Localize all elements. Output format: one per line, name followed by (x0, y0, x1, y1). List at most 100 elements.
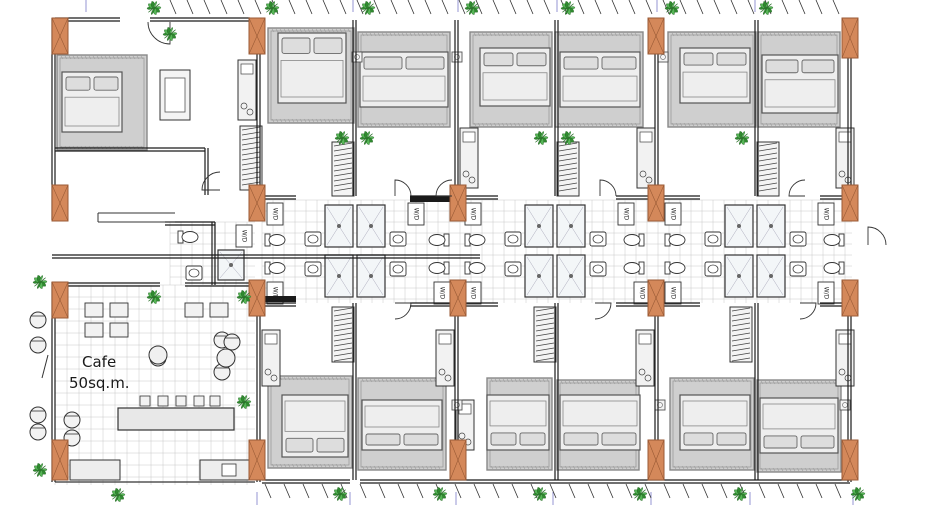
washer-dryer: W/D (464, 281, 482, 305)
rug-texture (275, 118, 279, 123)
hanger-line (758, 152, 778, 157)
rug-texture (417, 465, 421, 470)
rug-texture (401, 378, 405, 383)
rug-texture (405, 378, 409, 383)
hanger-line (731, 307, 751, 312)
sink-basin (392, 264, 404, 274)
rug-texture (801, 122, 805, 127)
column-hatch (51, 439, 69, 481)
rug-texture (526, 378, 530, 383)
kitchen-counter (237, 59, 257, 121)
plant-leaf (537, 493, 541, 501)
rug-texture (429, 378, 433, 383)
column (647, 279, 665, 317)
rug-texture (707, 122, 711, 127)
rug-texture (377, 465, 381, 470)
door-arc (435, 179, 453, 197)
balcony-slat (511, 483, 519, 499)
plant-icon (732, 487, 748, 501)
washer-box (817, 281, 835, 305)
balcony-slat (594, 0, 602, 15)
rug-texture (769, 122, 773, 127)
bed-pillow (313, 37, 343, 54)
rug-texture (560, 465, 564, 470)
toilet-bowl (468, 262, 486, 274)
rug-texture (291, 28, 295, 33)
bed-blanket (489, 400, 547, 427)
rug-texture (797, 122, 801, 127)
rug-texture (303, 28, 307, 33)
sink-icon (589, 261, 607, 277)
balcony-slat (796, 483, 804, 499)
rug-texture (747, 122, 751, 127)
plant-leaf (39, 465, 46, 471)
rug-texture (693, 465, 697, 470)
rug-texture (505, 32, 509, 37)
plant-leaf (341, 133, 348, 139)
chair-icon (213, 363, 231, 381)
balcony-slat (713, 0, 721, 15)
rug-texture (820, 467, 824, 472)
rug-texture (409, 122, 413, 127)
rug-texture (776, 467, 780, 472)
rug-texture (717, 465, 721, 470)
rug-texture (739, 122, 743, 127)
plant-leaf (243, 290, 247, 298)
washer-dryer: W/D (664, 281, 682, 305)
toilet-icon (464, 261, 486, 275)
rug-texture (283, 118, 287, 123)
rug-texture (788, 467, 792, 472)
plant-leaf (39, 275, 43, 283)
plant-leaf (567, 3, 574, 9)
plant-icon (758, 1, 774, 15)
rug-texture (498, 378, 502, 383)
rug-texture (616, 465, 620, 470)
rug-texture (529, 32, 533, 37)
toilet-bowl (268, 234, 286, 246)
shower-drain (737, 274, 741, 278)
bed-icon (761, 54, 839, 114)
rug-texture (493, 32, 497, 37)
sink-icon (389, 231, 407, 247)
column-hatch (449, 439, 467, 481)
cafe-table (184, 302, 204, 318)
bed-icon (361, 399, 443, 451)
rug-texture (570, 122, 574, 127)
rug-texture (697, 465, 701, 470)
rug-texture (764, 467, 768, 472)
rug-texture (602, 122, 606, 127)
washer-dryer-tag: W/D (439, 287, 446, 300)
shower-drain (569, 224, 573, 228)
washer-box (664, 202, 682, 226)
rug-texture (789, 122, 793, 127)
toilet-icon (264, 233, 286, 247)
rug-texture (721, 378, 725, 383)
sink-icon (704, 261, 722, 277)
rug-texture (417, 122, 421, 127)
rug-texture (299, 376, 303, 381)
rug-texture (777, 122, 781, 127)
rug-texture (538, 378, 542, 383)
balcony-slat (237, 0, 245, 15)
rug-texture (501, 32, 505, 37)
rug-texture (381, 465, 385, 470)
nightstand (351, 51, 363, 63)
rug-texture (327, 463, 331, 468)
shower-drain (337, 224, 341, 228)
rug-texture (295, 118, 299, 123)
door-arc (394, 302, 412, 320)
hanger-line (333, 182, 353, 187)
rug-texture (812, 380, 816, 385)
rug-texture (389, 32, 393, 37)
plant-leaf (540, 131, 544, 139)
stove-burner (458, 432, 466, 440)
rug-texture (275, 463, 279, 468)
plant-icon (560, 1, 576, 15)
plant-leaf (339, 487, 343, 495)
balcony-slat (424, 0, 432, 15)
rug-texture (576, 465, 580, 470)
column (248, 439, 266, 481)
rug-texture (311, 28, 315, 33)
balcony-slat (454, 483, 462, 499)
plant-icon (332, 487, 348, 501)
